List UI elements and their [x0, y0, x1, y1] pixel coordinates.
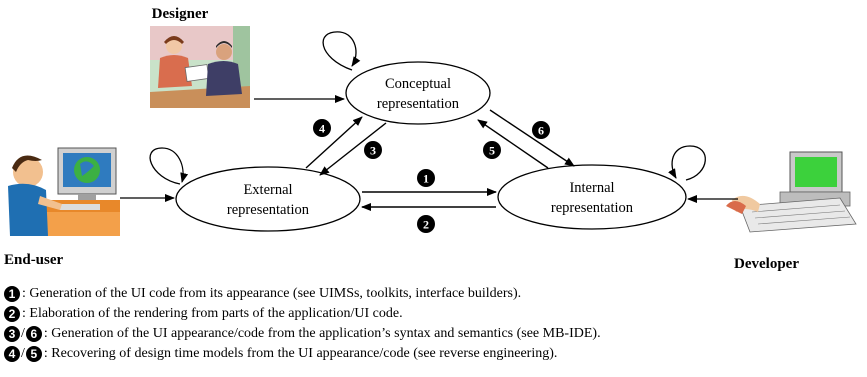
svg-text:4: 4	[319, 122, 325, 136]
badge-arrow-5: 5	[483, 141, 501, 159]
badge-arrow-6: 6	[532, 121, 550, 139]
legend-slash: /	[21, 346, 25, 361]
end-user-label: End-user	[4, 252, 64, 268]
node-internal-representation: Internal representation	[497, 164, 687, 230]
legend-item-2: 2 : Elaboration of the rendering from pa…	[4, 304, 601, 324]
badge-arrow-3: 3	[364, 141, 382, 159]
legend: 1 : Generation of the UI code from its a…	[4, 284, 601, 364]
node-external-representation: External representation	[175, 166, 361, 232]
badge-arrow-4: 4	[313, 119, 331, 137]
svg-text:6: 6	[538, 124, 544, 138]
legend-item-1: 1 : Generation of the UI code from its a…	[4, 284, 601, 304]
legend-text: : Generation of the UI appearance/code f…	[43, 326, 601, 341]
legend-text: : Elaboration of the rendering from part…	[22, 306, 403, 321]
legend-text: : Recovering of design time models from …	[43, 346, 558, 361]
arrow-3-conceptual-to-external	[319, 122, 387, 176]
designer-label: Designer	[152, 6, 209, 22]
svg-text:2: 2	[423, 218, 429, 232]
arrow-5-internal-to-conceptual	[477, 119, 549, 169]
legend-slash: /	[21, 326, 25, 341]
node-internal-line2: representation	[551, 200, 634, 216]
node-internal-line1: Internal	[569, 180, 614, 196]
developer-label: Developer	[734, 256, 799, 272]
legend-badge: 5	[25, 346, 42, 362]
arrow-4-external-to-conceptual	[305, 116, 363, 169]
node-conceptual-line2: representation	[377, 96, 460, 112]
svg-text:5: 5	[489, 144, 495, 158]
svg-text:1: 1	[423, 172, 429, 186]
legend-badge: 3	[4, 326, 20, 342]
badge-arrow-2: 2	[417, 215, 435, 233]
arrow-6-conceptual-to-internal	[489, 109, 575, 167]
legend-badge: 6	[25, 326, 42, 342]
legend-text: : Generation of the UI code from its app…	[22, 286, 522, 301]
self-loop-internal	[668, 145, 706, 181]
designer-illustration	[150, 26, 250, 108]
svg-text:3: 3	[370, 144, 376, 158]
legend-item-3-6: 3/6 : Generation of the UI appearance/co…	[4, 324, 601, 344]
node-external-line2: representation	[227, 202, 310, 218]
node-conceptual-line1: Conceptual	[385, 76, 451, 92]
node-external-line1: External	[243, 182, 292, 198]
legend-badge: 2	[4, 306, 20, 322]
node-conceptual-representation: Conceptual representation	[345, 61, 491, 125]
developer-illustration	[726, 151, 857, 233]
self-loop-conceptual	[322, 31, 361, 71]
self-loop-external	[149, 147, 189, 185]
legend-badge: 4	[4, 346, 20, 362]
end-user-illustration	[8, 147, 120, 236]
legend-item-4-5: 4/5 : Recovering of design time models f…	[4, 344, 601, 364]
badge-arrow-1: 1	[417, 169, 435, 187]
legend-badge: 1	[4, 286, 20, 302]
